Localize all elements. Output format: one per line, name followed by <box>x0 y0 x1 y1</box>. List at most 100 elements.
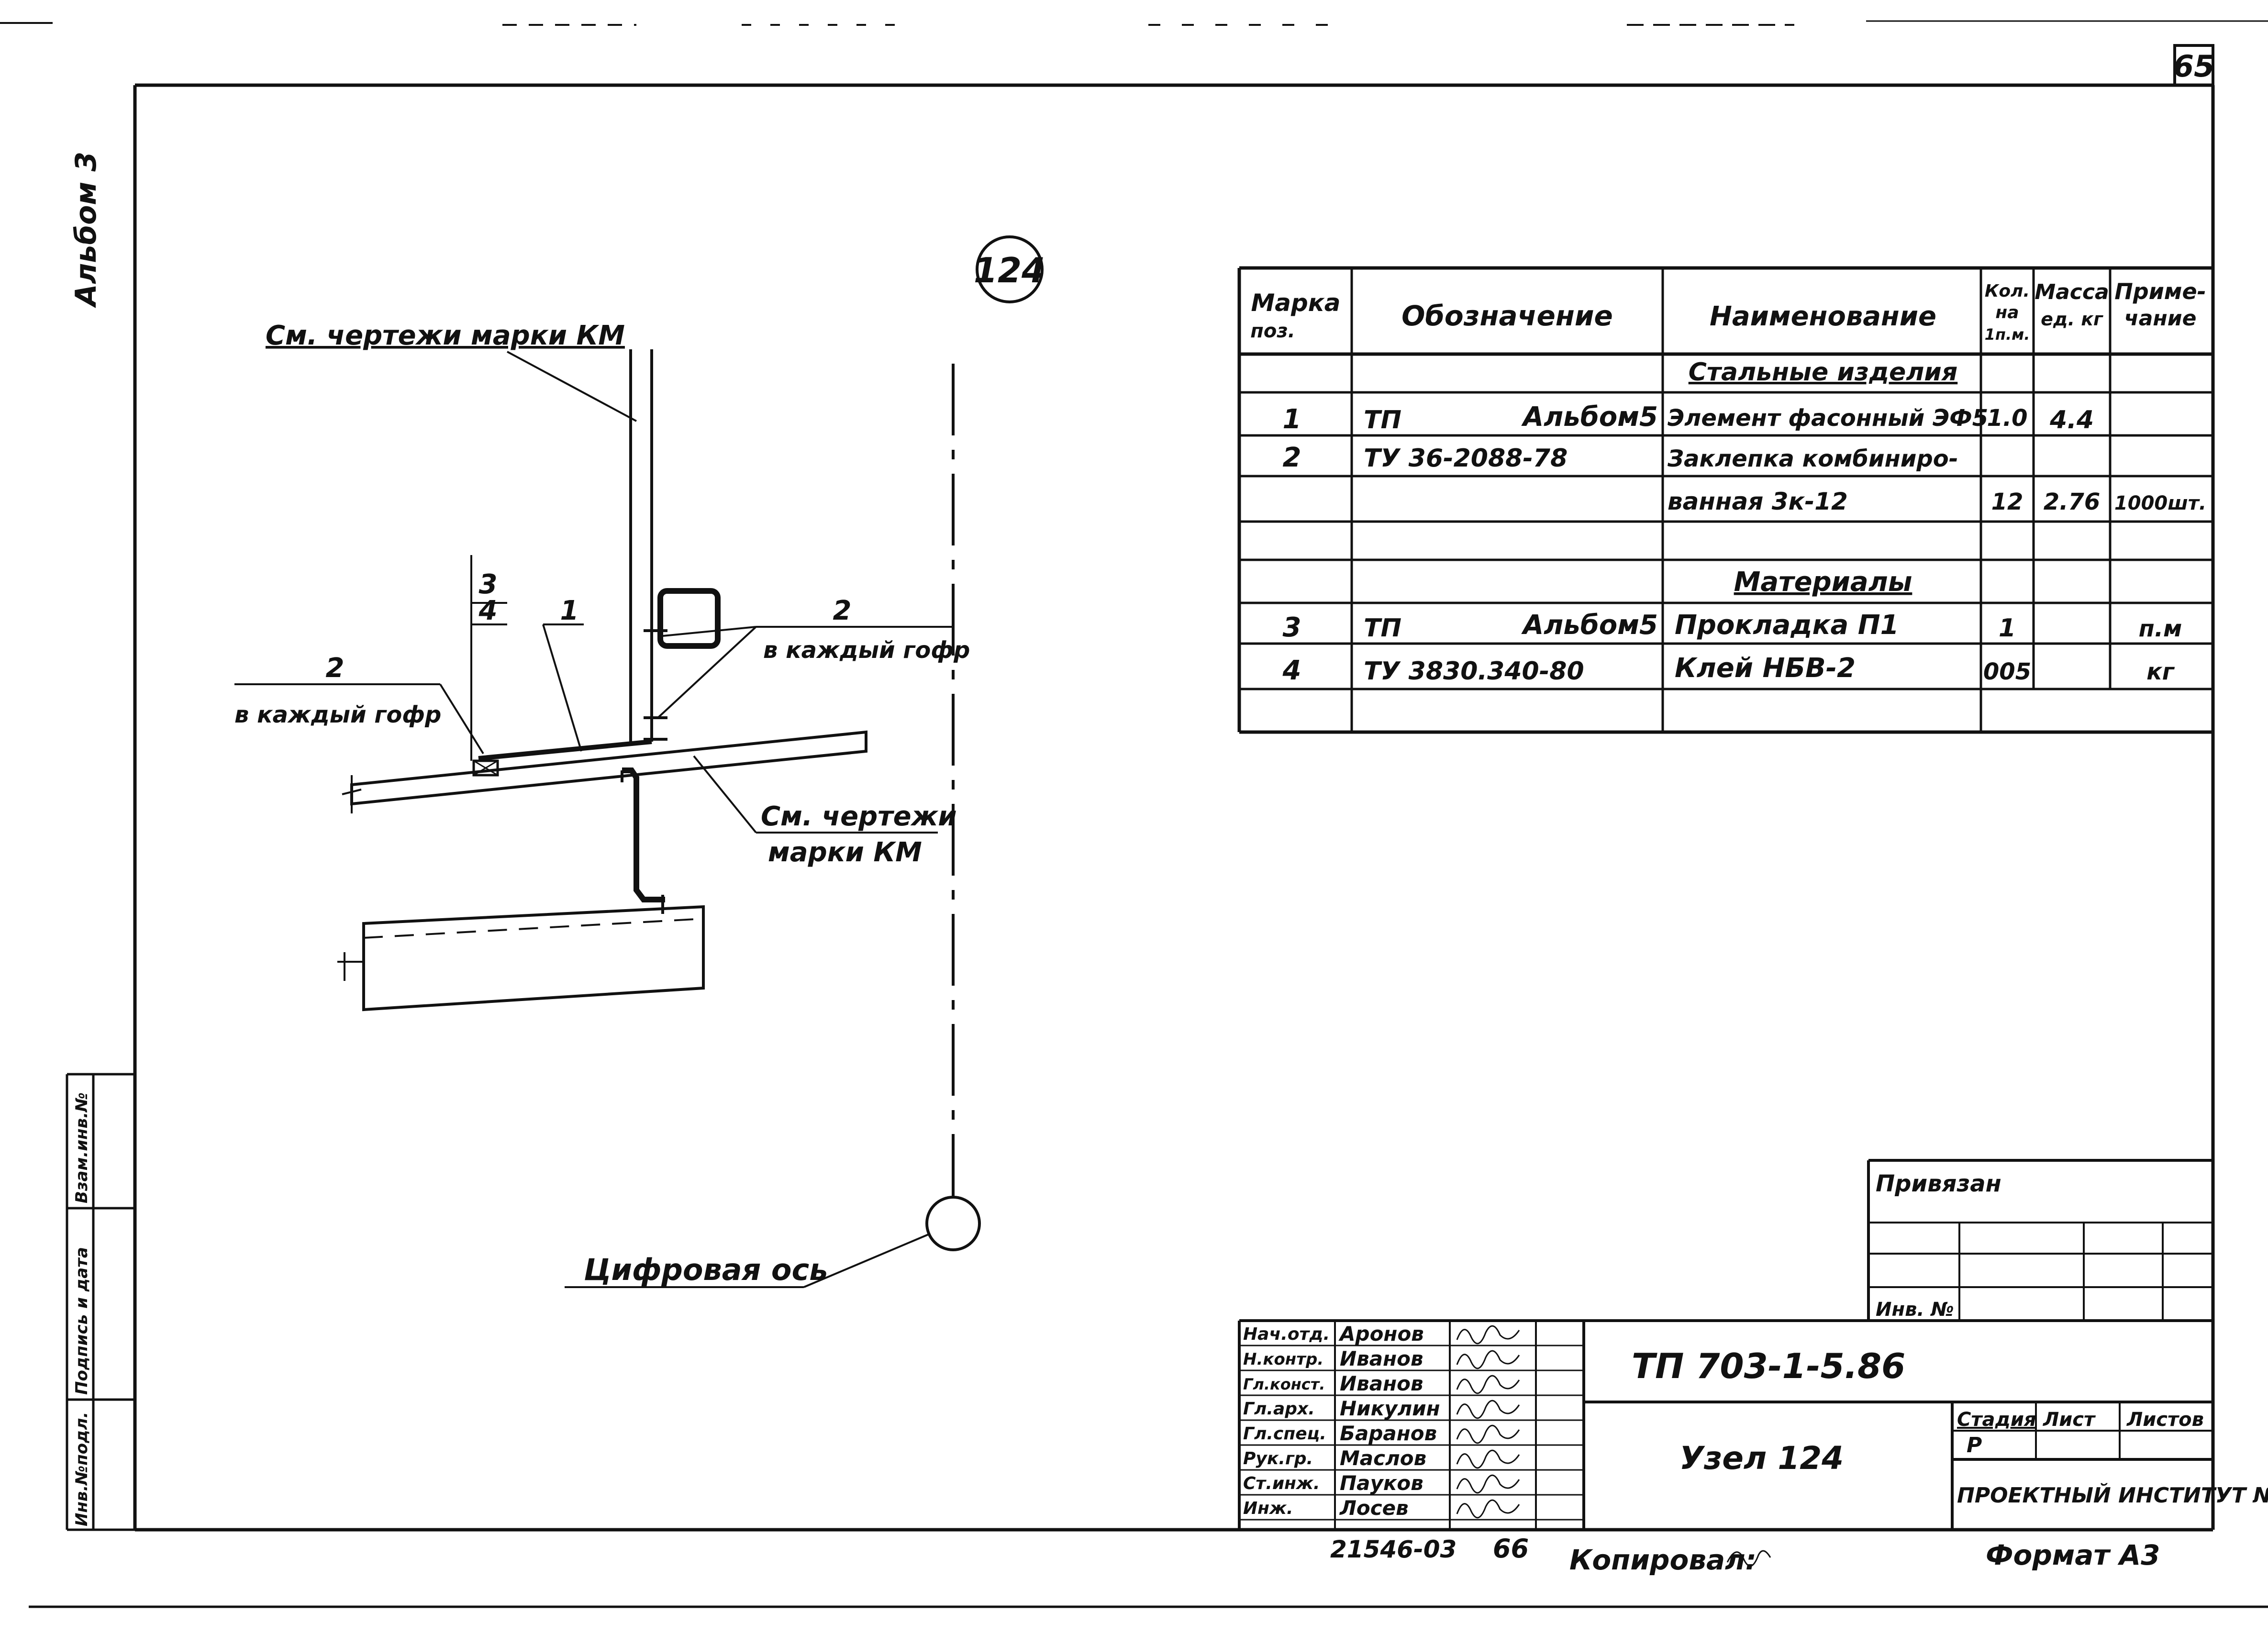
axis-leader <box>803 1234 929 1288</box>
signer-row: Рук.гр. Маслов <box>1243 1446 1520 1470</box>
project-code: ТП 703-1-5.86 <box>1632 1346 1905 1386</box>
row-mass: 2.76 <box>2044 489 2100 515</box>
node-number: 124 <box>974 250 1045 290</box>
bracket-element <box>657 588 721 649</box>
row-designation-album: Альбом5 <box>1521 401 1658 433</box>
signer-role: Инж. <box>1243 1499 1293 1518</box>
signer-role: Ст.инж. <box>1243 1474 1320 1493</box>
stage-value: Р <box>1967 1433 1982 1457</box>
binding-title: Привязан <box>1876 1170 2001 1197</box>
row-note: п.м <box>2139 615 2182 642</box>
album-label: Альбом 3 <box>69 152 103 308</box>
signer-name: Маслов <box>1340 1446 1426 1470</box>
signer-role: Рук.гр. <box>1243 1449 1313 1468</box>
axis-bubble[interactable] <box>925 1196 981 1251</box>
title-block-grid <box>1238 1319 2213 1530</box>
gasket-hatch <box>473 760 498 776</box>
archive-number-2: 66 <box>1493 1534 1529 1564</box>
header-mass-1: Масса <box>2035 280 2109 304</box>
axis-label: Цифровая ось <box>584 1252 828 1287</box>
row-qty: 1.0 <box>1987 405 2027 432</box>
pos-2-right-text: в каждый гофр <box>763 637 970 664</box>
signer-row-lines <box>1239 1345 1584 1521</box>
pos-2-left-label: 2 <box>326 653 345 684</box>
node-detail-drawing: 124 См. чертежи марки КМ <box>234 235 1045 1288</box>
format-label: Формат А3 <box>1986 1539 2160 1571</box>
signer-row: Ст.инж. Пауков <box>1243 1471 1520 1495</box>
copier-signature <box>1726 1550 1771 1567</box>
row-note: 1000шт. <box>2114 492 2206 514</box>
roof-deck <box>350 730 867 806</box>
pos-1-label: 1 <box>560 595 579 626</box>
spec-row: 2 ТУ 36-2088-78 Заклепка комбиниро- <box>1283 442 1958 473</box>
header-mark-pos: поз. <box>1250 320 1295 342</box>
purlin-profile <box>622 767 665 902</box>
signer-row: Инж. Лосев <box>1243 1496 1520 1520</box>
pos-2-left-text: в каждый гофр <box>234 701 441 728</box>
signer-name: Лосев <box>1339 1496 1409 1520</box>
pos-4-label: 4 <box>478 595 498 626</box>
stage-label: Стадия <box>1957 1409 2036 1431</box>
signer-row: Нач.отд. Аронов <box>1243 1322 1520 1346</box>
gasket <box>472 759 499 777</box>
break-mark <box>342 789 362 795</box>
signer-name: Иванов <box>1340 1372 1423 1395</box>
leader-pos-2-right <box>657 626 757 719</box>
row-name: Заклепка комбиниро- <box>1667 445 1958 472</box>
row-designation: ТУ 36-2088-78 <box>1364 444 1568 473</box>
title-block: Нач.отд. Аронов Н.контр. Иванов Гл.конст… <box>1238 1319 2268 1530</box>
row-qty: 12 <box>1991 489 2023 515</box>
header-mark: Марка <box>1251 289 1341 317</box>
row-mark: 4 <box>1282 655 1301 686</box>
row-name: Прокладка П1 <box>1675 610 1899 641</box>
spec-row: 4 ТУ 3830.340-80 Клей НБВ-2 005 кг <box>1282 653 2175 686</box>
header-note-2: чание <box>2124 306 2197 331</box>
specification-table: Марка поз. Обозначение Наименование Кол.… <box>1237 266 2213 734</box>
header-qty-1: Кол. <box>1985 281 2030 301</box>
leader-km-right <box>693 755 757 834</box>
signer-name: Никулин <box>1340 1397 1440 1420</box>
header-mass-2: ед. кг <box>2041 309 2103 330</box>
signature <box>1456 1350 1520 1369</box>
signer-role: Гл.конст. <box>1243 1375 1325 1393</box>
institute-name: ПРОЕКТНЫЙ ИНСТИТУТ №2 <box>1957 1482 2268 1508</box>
section-steel-title: Стальные изделия <box>1689 358 1958 387</box>
spec-table-grid <box>1237 266 2213 734</box>
row-qty: 1 <box>1999 614 2016 643</box>
row-note: кг <box>2146 658 2175 685</box>
see-km-top-label: См. чертежи марки КМ <box>266 320 625 351</box>
sheets-label: Листов <box>2126 1409 2204 1431</box>
signer-row: Гл.спец. Баранов <box>1243 1422 1520 1445</box>
leader-pos-2-right <box>657 626 756 637</box>
see-km-right-line1: См. чертежи <box>761 801 957 832</box>
signature <box>1456 1325 1520 1345</box>
archive-number: 21546-03 <box>1330 1535 1456 1563</box>
leader-pos-2-left <box>439 683 484 755</box>
row-mass: 4.4 <box>2049 406 2094 434</box>
side-stamp-sign-date: Подпись и дата <box>72 1247 91 1395</box>
spec-row: ванная 3к-12 12 2.76 1000шт. <box>1668 488 2206 515</box>
leader-pos-1 <box>542 624 582 752</box>
signer-row: Гл.конст. Иванов <box>1243 1372 1520 1395</box>
row-mark: 1 <box>1283 404 1301 435</box>
signer-role: Н.контр. <box>1243 1350 1323 1369</box>
leader-line-km-top <box>507 351 637 422</box>
spec-row: 1 ТП Альбом5 Элемент фасонный ЭФ5 1.0 4.… <box>1283 401 2094 435</box>
signer-role: Нач.отд. <box>1243 1324 1330 1344</box>
header-qty-2: на <box>1995 303 2019 323</box>
signature <box>1456 1424 1520 1444</box>
header-name: Наименование <box>1710 301 1936 332</box>
row-qty: 005 <box>1983 658 2031 685</box>
flashing-element <box>478 739 652 761</box>
spec-row: 3 ТП Альбом5 Прокладка П1 1 п.м <box>1283 610 2182 643</box>
row-designation: ТП <box>1364 406 1401 434</box>
signature <box>1456 1474 1520 1494</box>
signer-role: Гл.спец. <box>1243 1424 1326 1444</box>
sheet-label: Лист <box>2043 1409 2096 1431</box>
row-name: Элемент фасонный ЭФ5 <box>1668 405 1988 432</box>
lower-beam <box>362 905 705 1012</box>
see-km-right-line2: марки КМ <box>768 837 922 868</box>
page-number: 65 <box>2173 49 2214 84</box>
side-stamp-grid <box>66 1073 135 1531</box>
